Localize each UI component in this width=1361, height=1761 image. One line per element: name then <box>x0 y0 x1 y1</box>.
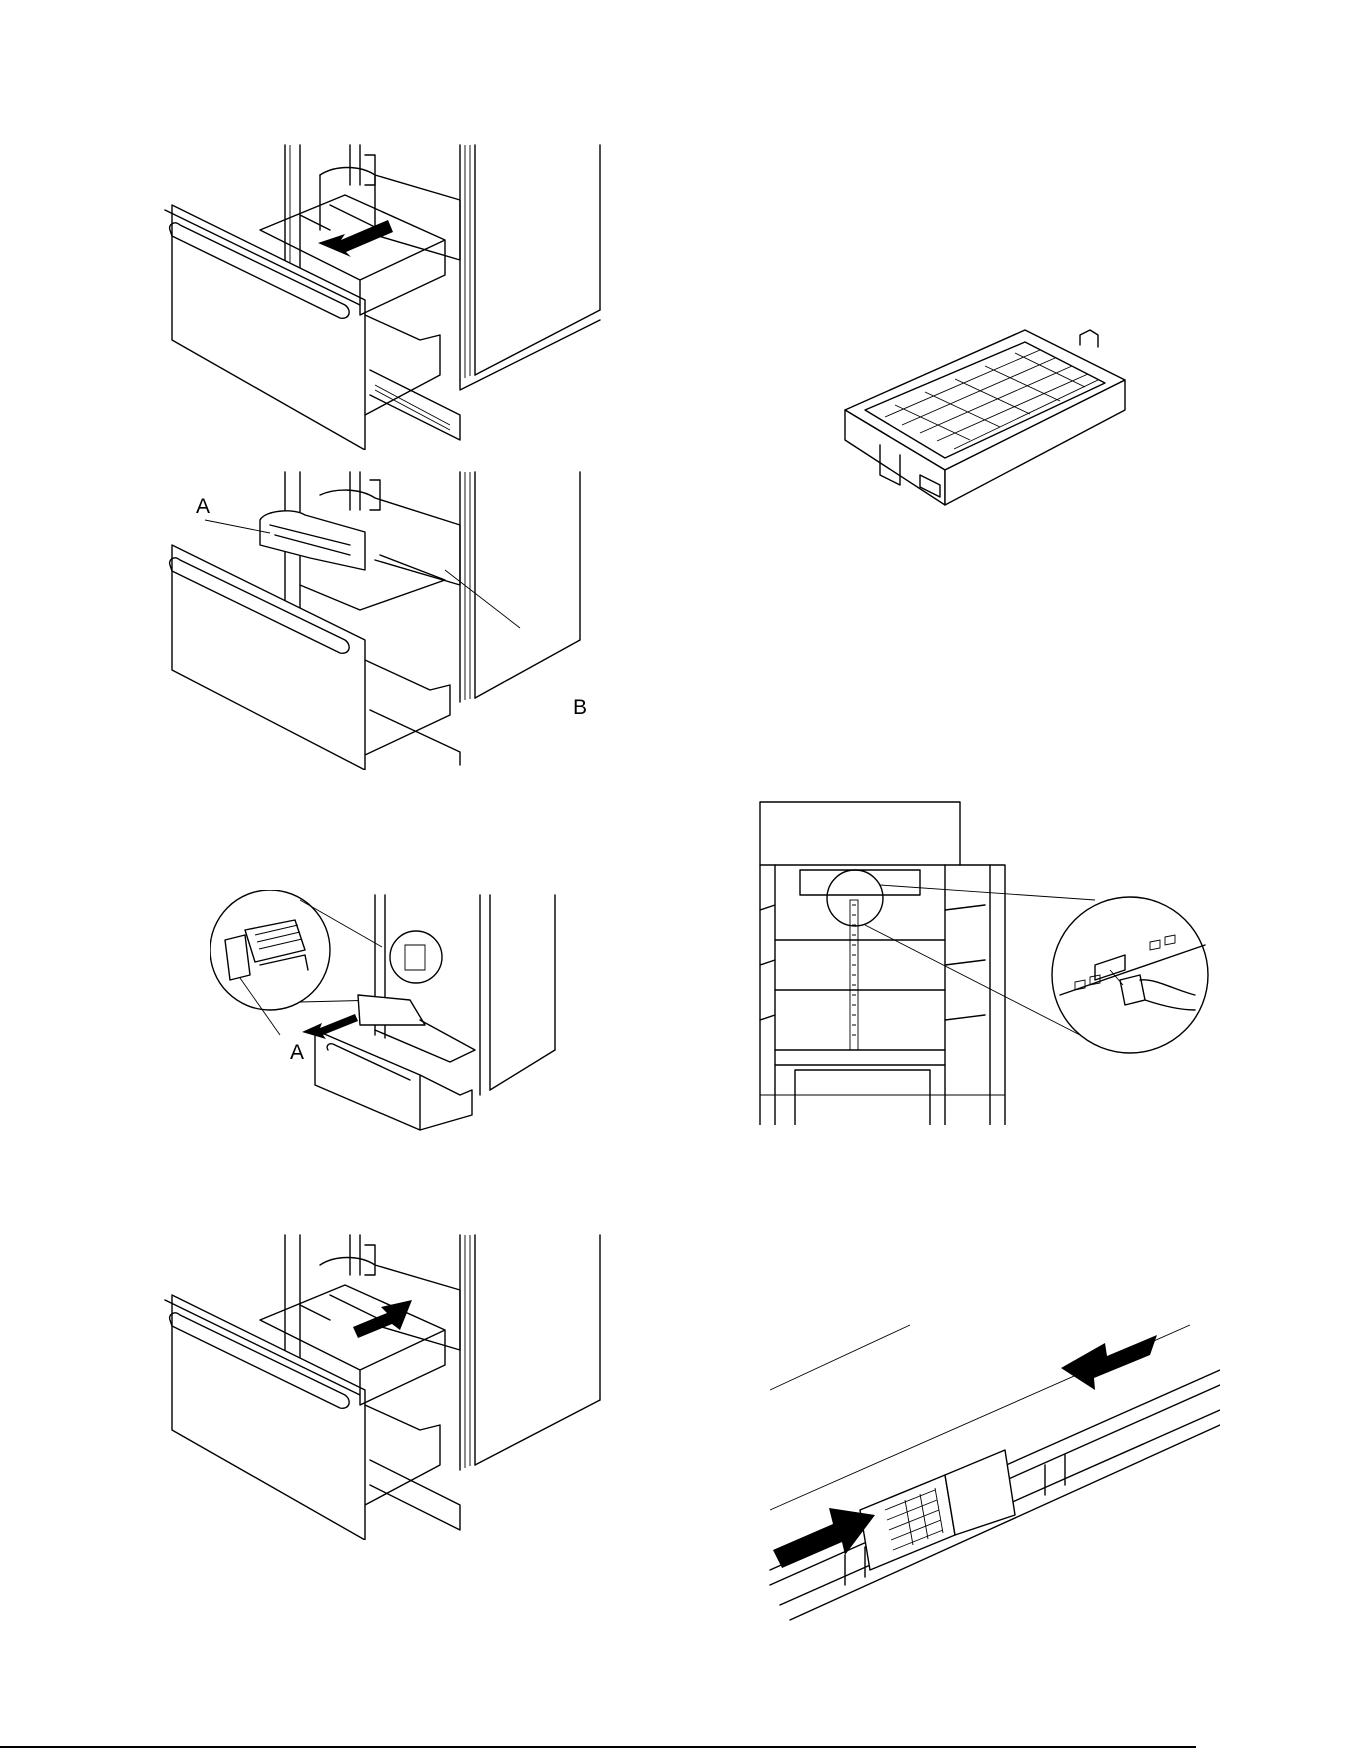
figure-ice-maker-location <box>160 470 620 770</box>
figure-fridge-interior <box>755 800 1210 1125</box>
callout-a-ice-maker: A <box>196 496 210 517</box>
drawer-pull-out-illustration <box>160 140 620 450</box>
fridge-interior-illustration <box>755 800 1210 1125</box>
figure-ice-maker-removal <box>210 890 570 1140</box>
figure-drawer-pull-out <box>160 140 620 450</box>
figure-filter-install <box>765 1310 1220 1640</box>
ice-maker-removal-illustration <box>210 890 570 1140</box>
figure-drawer-push-in <box>160 1230 620 1540</box>
air-filter-icon <box>840 325 1140 525</box>
footer-rule <box>0 1746 1196 1748</box>
callout-b-sensor: B <box>573 697 587 718</box>
filter-install-illustration <box>765 1310 1220 1640</box>
drawer-push-in-illustration <box>160 1230 620 1540</box>
ice-maker-location-illustration <box>160 470 620 770</box>
figure-air-filter <box>840 325 1140 525</box>
callout-a-ice-maker-removed: A <box>290 1042 304 1063</box>
